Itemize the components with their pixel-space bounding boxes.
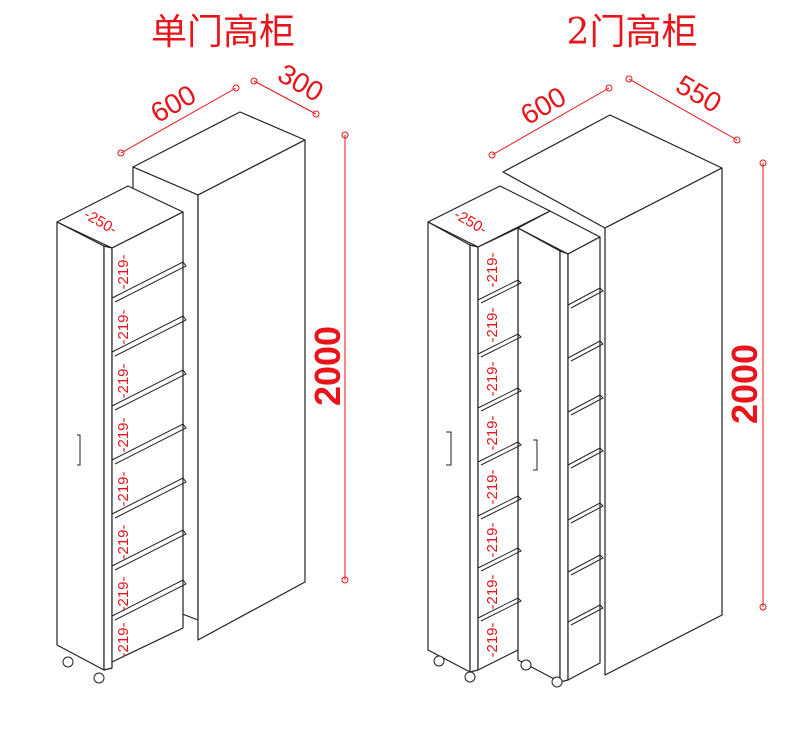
left-shelves	[111, 261, 187, 621]
left-handle	[77, 434, 81, 466]
left-shelf-gap-labels: -219- -219- -219- -219- -219- -219- -219…	[115, 254, 132, 657]
right-pullout2-shelves	[567, 287, 604, 626]
right-wheel-3	[520, 659, 532, 671]
right-gap-3: -219-	[484, 361, 501, 396]
left-depth-line	[253, 80, 317, 115]
left-gap-3: -219-	[115, 363, 132, 398]
right-handle-2	[533, 439, 538, 471]
right-pullout2-back	[567, 236, 601, 681]
left-gap-2: -219-	[115, 309, 132, 344]
right-depth-label: 550	[671, 69, 727, 119]
right-height-label: 2000	[724, 344, 765, 424]
right-width-line	[491, 87, 610, 156]
right-pullout1-shelves	[477, 279, 522, 622]
left-gap-7: -219-	[115, 576, 132, 611]
right-wheel-1	[433, 655, 445, 667]
right-pullout2-front	[517, 227, 561, 683]
right-gap-7: -219-	[484, 574, 501, 609]
right-pullout1-top	[427, 185, 551, 248]
right-door	[604, 167, 723, 676]
left-gap-1: -219-	[115, 254, 132, 289]
left-wheel-2	[93, 672, 105, 684]
left-gap-5: -219-	[115, 471, 132, 506]
right-handle-1	[446, 431, 452, 466]
left-width-line	[120, 87, 237, 154]
right-gap-1: -219-	[484, 252, 501, 287]
right-gap-4: -219-	[484, 415, 501, 450]
right-depth-line	[628, 78, 738, 141]
right-wheel-2	[464, 671, 476, 683]
left-title: 单门高柜	[151, 12, 295, 53]
right-title: 2门高柜	[567, 12, 698, 53]
right-gap-6: -219-	[484, 522, 501, 557]
right-gap-2: -219-	[484, 307, 501, 342]
left-pullout-edge	[103, 245, 113, 671]
left-door	[197, 139, 306, 641]
left-wheel-1	[62, 656, 74, 668]
right-shelf-gap-labels: -219- -219- -219- -219- -219- -219- -219…	[484, 252, 501, 657]
left-height-label: 2000	[307, 326, 348, 406]
left-depth-label: 300	[273, 58, 329, 108]
right-pullout1-front	[427, 221, 471, 673]
right-gap-8: -219-	[484, 622, 501, 657]
right-pullout2-edge	[559, 250, 569, 683]
left-width-label: 600	[145, 79, 201, 129]
right-pullout1-edge	[469, 244, 479, 673]
right-width-label: 600	[515, 81, 571, 131]
left-gap-8: -219-	[115, 622, 132, 657]
right-wheel-4	[551, 676, 563, 688]
left-cabinet: 600 300 2000 -250- -219- -219- -219- -21…	[56, 58, 349, 684]
left-gap-6: -219-	[115, 524, 132, 559]
right-gap-5: -219-	[484, 469, 501, 504]
right-cabinet: 600 550 2000 -250- -219- -219- -219- -21…	[427, 69, 767, 688]
left-gap-4: -219-	[115, 417, 132, 452]
